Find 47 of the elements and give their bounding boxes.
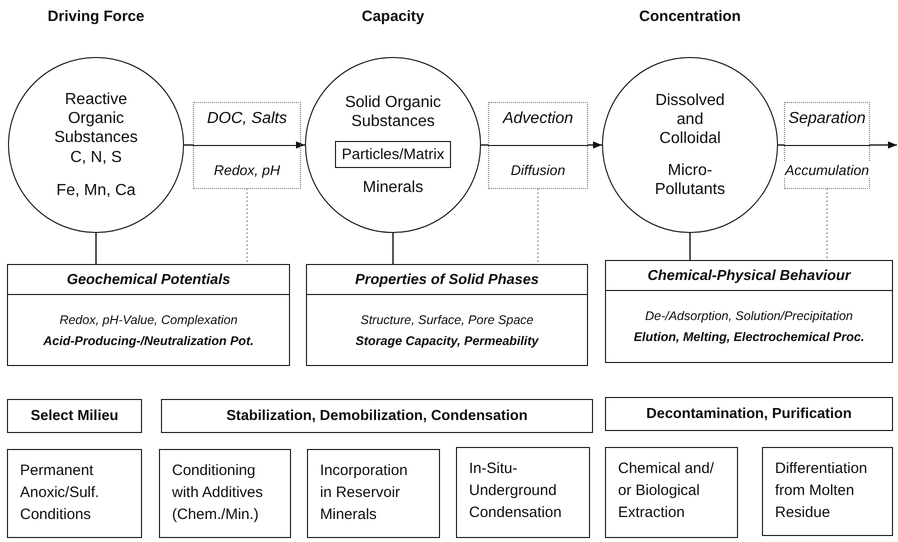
transport-label: DOC, Salts xyxy=(204,110,289,128)
property-heading: Chemical-Physical Behaviour xyxy=(606,261,892,291)
transport-box xyxy=(193,102,301,188)
arrow xyxy=(588,141,602,149)
category-box: Decontamination, Purification xyxy=(605,397,893,431)
connector-line xyxy=(689,233,691,260)
connector-line xyxy=(392,233,394,264)
dotted-connector xyxy=(826,188,828,260)
measure-box: In-Situ-Underground Condensation xyxy=(456,447,590,538)
transport-label: Redox, pH xyxy=(212,162,282,178)
measure-box: Chemical and/ or Biological Extraction xyxy=(605,447,738,538)
transport-box xyxy=(488,102,588,188)
property-text: Structure, Surface, Pore Space xyxy=(360,312,534,326)
circle-text: Dissolved and Colloidal xyxy=(654,91,726,149)
measure-box: Permanent Anoxic/Sulf. Conditions xyxy=(7,449,142,538)
property-text: De-/Adsorption, Solution/Precipitation xyxy=(645,309,853,323)
connector-line xyxy=(95,233,97,264)
circle-text: Micro-Pollutants xyxy=(654,160,726,199)
circle-text: Minerals xyxy=(362,178,424,198)
circle-text: Solid Organic Substances xyxy=(344,92,442,132)
property-text: Redox, pH-Value, Complexation xyxy=(59,312,238,326)
measure-box: Differentiation from Molten Residue xyxy=(762,447,893,536)
property-text: Acid-Producing-/Neutralization Pot. xyxy=(43,334,254,348)
arrow xyxy=(870,141,897,149)
column-heading: Capacity xyxy=(362,8,424,25)
circle-text: Fe, Mn, Ca xyxy=(55,180,137,200)
property-heading: Properties of Solid Phases xyxy=(307,265,587,295)
dotted-connector xyxy=(246,188,248,264)
column-heading: Concentration xyxy=(639,8,741,25)
property-text: Storage Capacity, Permeability xyxy=(356,334,538,348)
category-box: Stabilization, Demobilization, Condensation xyxy=(161,399,593,433)
transport-box xyxy=(784,102,870,188)
transport-label: Diffusion xyxy=(508,162,568,178)
property-box xyxy=(306,264,588,366)
category-box: Select Milieu xyxy=(7,399,142,433)
measure-box: Conditioning with Additives (Chem./Min.) xyxy=(159,449,291,538)
component-box: Particles/Matrix xyxy=(334,141,452,168)
arrow xyxy=(296,141,305,149)
transport-label: Separation xyxy=(786,110,868,128)
transport-label: Accumulation xyxy=(782,162,872,178)
property-box xyxy=(7,264,290,366)
measure-box: Incorporation in Reservoir Minerals xyxy=(307,449,440,538)
property-text: Elution, Melting, Electrochemical Proc. xyxy=(634,330,864,344)
property-heading: Geochemical Potentials xyxy=(8,265,289,295)
circle-text: Reactive Organic Substances C, N, S xyxy=(53,90,139,167)
column-heading: Driving Force xyxy=(48,8,144,25)
property-box xyxy=(605,260,893,363)
